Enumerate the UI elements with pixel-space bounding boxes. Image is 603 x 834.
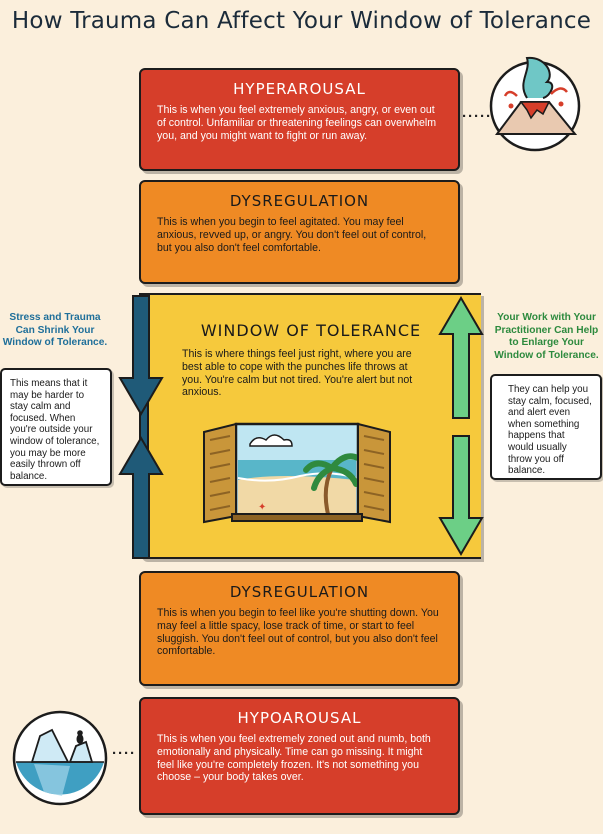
hypoarousal-box: HYPOAROUSAL This is when you feel extrem…: [139, 697, 460, 815]
hypoarousal-heading: HYPOAROUSAL: [237, 709, 362, 727]
iceberg-icon: [12, 710, 108, 806]
dysregulation-lower-text: This is when you begin to feel like you'…: [157, 607, 439, 658]
hyperarousal-box: HYPERAROUSAL This is when you feel extre…: [139, 68, 460, 171]
dysregulation-upper-text: This is when you begin to feel agitated.…: [157, 216, 427, 254]
hyperarousal-heading: HYPERAROUSAL: [233, 80, 366, 98]
right-side-bubble: They can help you stay calm, focused, an…: [490, 374, 602, 480]
arrow-down-icon: [118, 295, 164, 416]
dotted-connector: ····: [112, 745, 136, 762]
arrow-down-icon: [438, 435, 484, 556]
right-side-title: Your Work with Your Practitioner Can Hel…: [494, 312, 599, 361]
page-title: How Trauma Can Affect Your Window of Tol…: [11, 8, 592, 34]
dysregulation-lower-box: DYSREGULATION This is when you begin to …: [139, 571, 460, 686]
dotted-connector: ·····: [462, 108, 492, 125]
left-side-title: Stress and Trauma Can Shrink Your Window…: [2, 312, 108, 348]
hyperarousal-text: This is when you feel extremely anxious,…: [157, 104, 437, 142]
dysregulation-upper-box: DYSREGULATION This is when you begin to …: [139, 180, 460, 284]
window-heading: WINDOW OF TOLERANCE: [200, 321, 422, 340]
dysregulation-upper-heading: DYSREGULATION: [229, 192, 370, 210]
window-text: This is where things feel just right, wh…: [182, 348, 413, 399]
arrow-up-icon: [438, 296, 484, 419]
beach-window-illustration: ✦: [203, 422, 391, 524]
left-side-bubble: This means that it may be harder to stay…: [0, 368, 112, 486]
arrow-up-icon: [118, 436, 164, 559]
svg-text:✦: ✦: [258, 502, 266, 513]
volcano-icon: [489, 56, 581, 152]
hypoarousal-text: This is when you feel extremely zoned ou…: [157, 733, 431, 784]
dysregulation-lower-heading: DYSREGULATION: [229, 583, 370, 601]
